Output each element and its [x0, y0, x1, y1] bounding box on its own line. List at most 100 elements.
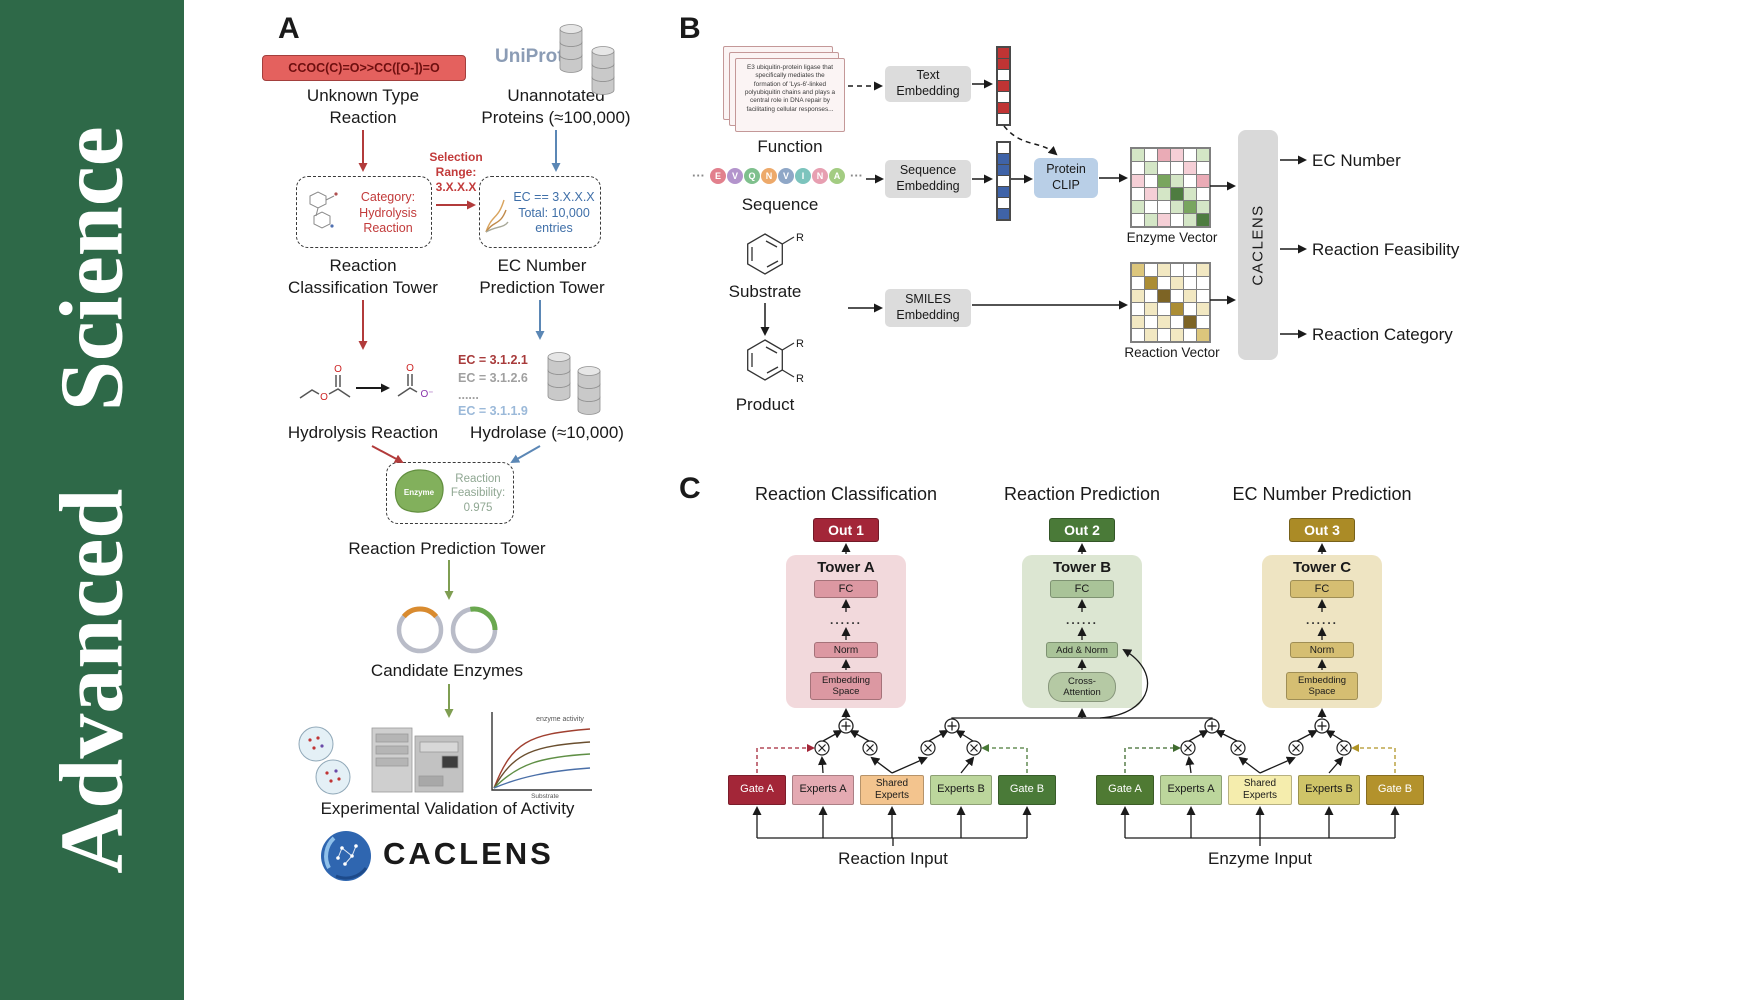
tower-a-norm: Norm [814, 642, 878, 658]
output-ec-number: EC Number [1312, 151, 1401, 170]
ec-selection-dashed-box [479, 176, 601, 248]
sequence-residue: E [710, 168, 726, 184]
panel-b-arrows [760, 79, 1307, 339]
reaction-vector-label: Reaction Vector [1124, 345, 1220, 360]
activity-plot [491, 712, 592, 791]
product-label: Product [735, 395, 795, 414]
mul-nodes [814, 740, 1352, 756]
ester-structure-icon [299, 375, 351, 399]
ec-list-item: EC = 3.1.2.6 [458, 371, 528, 385]
gate-a-box-reaction: Gate A [728, 775, 786, 805]
hydrolase-database-icon [548, 353, 600, 415]
panel-c-label: C [679, 472, 701, 505]
reaction-input-label: Reaction Input [838, 849, 948, 868]
sequence-residue: V [778, 168, 794, 184]
ec-list-item: ...... [458, 388, 479, 402]
tower-b-cross-attention: Cross- Attention [1048, 672, 1116, 702]
tower-b-dots: ...... [1065, 613, 1098, 627]
category-dashed-box [296, 176, 432, 248]
sequence-residue: A [829, 168, 845, 184]
out2-box: Out 2 [1049, 518, 1115, 542]
ester-carbonyl-oxygen: O [334, 364, 342, 375]
acetate-oxyanion: O⁻ [420, 389, 433, 400]
substrate-structure-icon [747, 233, 795, 275]
sequence-embedding-box: Sequence Embedding [885, 160, 971, 198]
sequence-label: Sequence [741, 195, 819, 214]
enzyme-input-label: Enzyme Input [1208, 849, 1312, 868]
tower-b-title: Tower B [1052, 559, 1112, 576]
caclens-module-box: CACLENS [1238, 130, 1278, 360]
gate-weight-links [756, 744, 1396, 773]
tower-b-fc: FC [1050, 580, 1114, 598]
feasibility-dashed-box [386, 462, 514, 524]
validation-label: Experimental Validation of Activity [320, 799, 575, 818]
tower-c-fc: FC [1290, 580, 1354, 598]
caclens-wordmark: CACLENS [383, 836, 554, 871]
tower-c-dots: ...... [1305, 613, 1338, 627]
unknown-reaction-label: Unknown Type Reaction [306, 86, 420, 128]
journal-title: Advanced Science [42, 126, 142, 874]
reaction-vector-grid [1130, 262, 1211, 343]
caclens-logo-icon [321, 831, 371, 881]
ester-oxygen: O [320, 392, 328, 403]
header-reaction-classification: Reaction Classification [754, 484, 938, 504]
selection-range-label: Selection Range: 3.X.X.X [429, 150, 483, 194]
experts-b-box-reaction: Experts B [930, 775, 992, 805]
output-reaction-category: Reaction Category [1312, 325, 1453, 344]
plot-legend: enzyme activity [536, 716, 584, 723]
function-card-front: E3 ubiquitin-protein ligase that specifi… [735, 58, 845, 132]
hydrolysis-label: Hydrolysis Reaction [287, 423, 439, 442]
header-reaction-prediction: Reaction Prediction [1003, 484, 1161, 504]
ec-tower-label: EC Number Prediction Tower [479, 256, 605, 298]
shared-experts-box-reaction: Shared Experts [860, 775, 924, 805]
candidate-enzymes-label: Candidate Enzymes [370, 661, 524, 680]
acetate-structure-icon [397, 374, 418, 397]
tower-a-title: Tower A [817, 559, 875, 576]
tower-b-add-norm: Add & Norm [1046, 642, 1118, 658]
sequence-embedding-vector [996, 141, 1011, 221]
sequence-residue: I [795, 168, 811, 184]
sequence-residue: Q [744, 168, 760, 184]
tower-a-fc: FC [814, 580, 878, 598]
tower-a-dots: ...... [829, 613, 862, 627]
category-text: Category: Hydrolysis Reaction [359, 190, 417, 236]
gate-b-box-reaction: Gate B [998, 775, 1056, 805]
out3-box: Out 3 [1289, 518, 1355, 542]
sum-nodes [838, 718, 1330, 734]
experts-a-box-reaction: Experts A [792, 775, 854, 805]
function-label: Function [757, 137, 823, 156]
panel-a-label: A [278, 12, 300, 45]
product-structure-icon [747, 339, 795, 381]
prediction-tower-label: Reaction Prediction Tower [348, 539, 546, 558]
sequence-residue: N [812, 168, 828, 184]
gate-b-box-enzyme: Gate B [1366, 775, 1424, 805]
output-reaction-feasibility: Reaction Feasibility [1312, 240, 1460, 259]
product-r-group-2: R [796, 373, 804, 385]
protein-clip-box: Protein CLIP [1034, 158, 1098, 198]
unannotated-proteins-label: Unannotated Proteins (≈100,000) [481, 86, 631, 128]
uniprot-logo: UniProt [495, 46, 564, 67]
journal-band: Advanced Science [0, 0, 184, 1000]
hydrolase-label: Hydrolase (≈10,000) [470, 423, 624, 442]
plasmid-icons [396, 606, 498, 654]
smiles-reaction-box: CCOC(C)=O>>CC([O-])=O [262, 55, 466, 81]
ec-list-item: EC = 3.1.1.9 [458, 404, 528, 418]
experts-a-box-enzyme: Experts A [1160, 775, 1222, 805]
enzyme-vector-grid [1130, 147, 1211, 228]
out1-box: Out 1 [813, 518, 879, 542]
uniprot-database-icon [560, 25, 614, 95]
tower-c-norm: Norm [1290, 642, 1354, 658]
header-ec-number-prediction: EC Number Prediction [1232, 484, 1412, 504]
gate-a-box-enzyme: Gate A [1096, 775, 1154, 805]
caclens-module-text: CACLENS [1249, 204, 1267, 286]
function-card-text: E3 ubiquitin-protein ligase that specifi… [744, 64, 836, 113]
text-embedding-box: Text Embedding [885, 66, 971, 102]
panel-b-label: B [679, 12, 701, 45]
sequence-residue: V [727, 168, 743, 184]
product-r-group-1: R [796, 338, 804, 350]
experts-b-box-enzyme: Experts B [1298, 775, 1360, 805]
sequence-ellipsis-right: ··· [850, 168, 863, 183]
ec-selection-text: EC == 3.X.X.X Total: 10,000 entries [513, 190, 595, 236]
